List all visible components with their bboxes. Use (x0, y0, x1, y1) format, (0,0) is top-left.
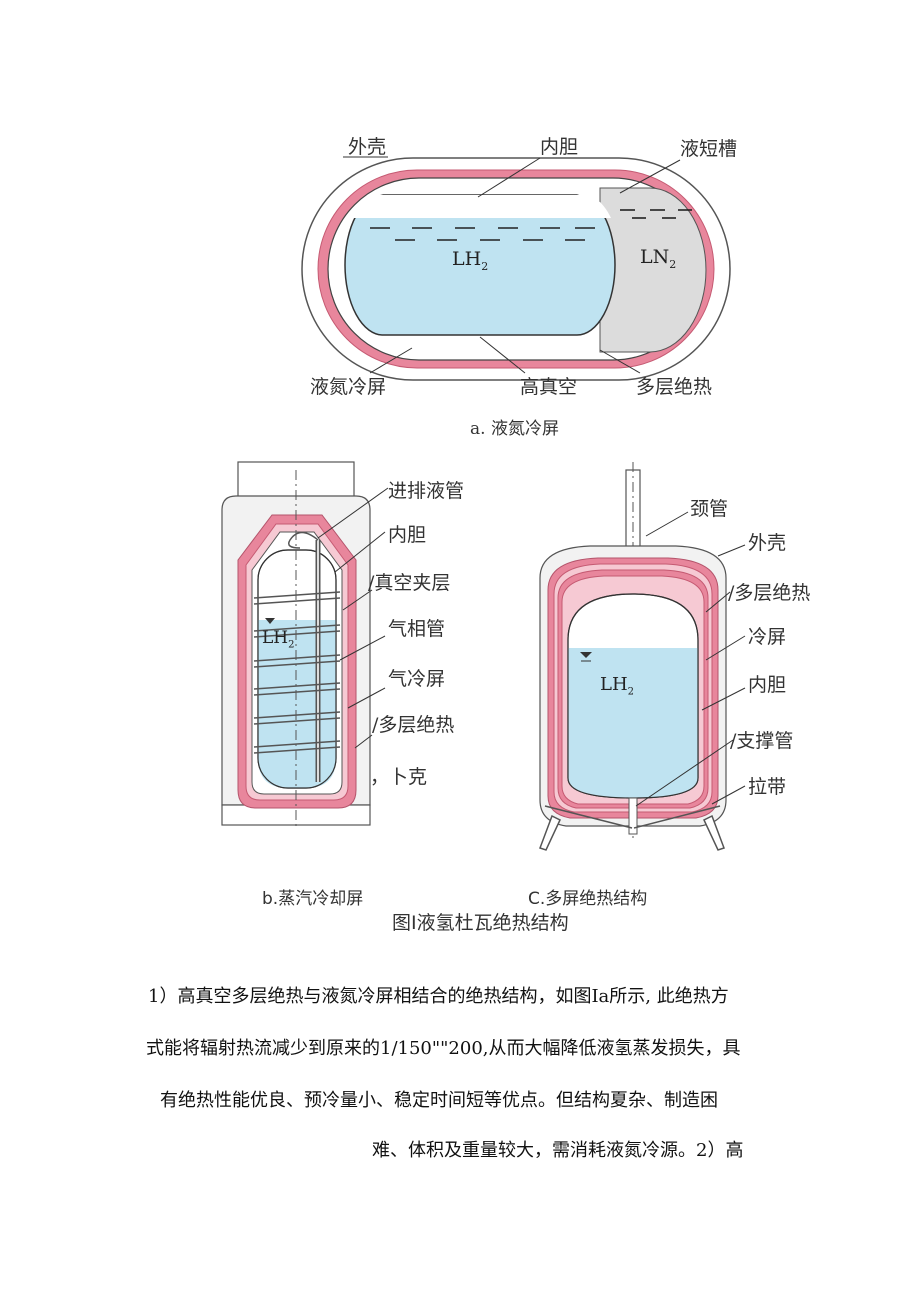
label-ln2-shield-a: 液氮冷屏 (310, 376, 387, 398)
label-mli-c: /多层绝热 (728, 582, 811, 604)
figure-title: 图I液氢杜瓦绝热结构 (392, 912, 569, 934)
label-inner-tank-c: 内胆 (748, 674, 787, 696)
label-fill-pipe-b: 进排液管 (388, 480, 465, 502)
lh2-liquid-c (568, 648, 698, 798)
figure-b-drawing (221, 461, 389, 830)
caption-a: a. 液氮冷屏 (470, 419, 559, 439)
paragraph-line-1: 1）高真空多层绝热与液氮冷屏相结合的绝热结构，如图Ia所示, 此绝热方 (148, 986, 729, 1007)
paragraph-line-3: 有绝热性能优良、预冷量小、稳定时间短等优点。但结构夏杂、制造困 (160, 1090, 718, 1111)
caption-c: C.多屏绝热结构 (528, 889, 648, 909)
label-ln2-tank-a: 液短槽 (680, 138, 738, 160)
label-cold-shield-c: 冷屏 (748, 626, 787, 648)
label-strap-c: 拉带 (748, 776, 787, 798)
label-outer-shell-c: 外壳 (748, 532, 787, 554)
liquid-surface-dashes (370, 209, 692, 241)
label-vapor-pipe-b: 气相管 (388, 618, 446, 640)
label-ln2-a: LN2 (640, 246, 677, 271)
label-neck-tube-c: 颈管 (690, 498, 729, 520)
figure-a-drawing (301, 156, 731, 381)
label-inner-tank-a: 内胆 (540, 136, 579, 158)
figure-c-drawing (539, 462, 746, 851)
ln2-tank (599, 187, 707, 353)
paragraph-line-4: 难、体积及重量较大，需消耗液氮冷源。2）高 (372, 1140, 744, 1161)
label-mli-b: /多层绝热 (372, 714, 455, 736)
label-extra-b: ，卜克 (370, 766, 428, 788)
label-vacuum-layer-b: /真空夹层 (368, 572, 451, 594)
label-high-vacuum-a: 高真空 (520, 376, 578, 398)
label-outer-shell-a: 外壳 (348, 136, 387, 158)
paragraph-line-2: 式能将辐射热流减少到原来的1/150""200,从而大幅降低液氢蒸发损失，具 (146, 1038, 741, 1059)
label-mli-a: 多层绝热 (636, 376, 713, 398)
label-lh2-a: LH2 (452, 248, 489, 273)
label-support-tube-c: /支撑管 (730, 730, 794, 752)
label-lh2-b: LH2 (262, 628, 295, 651)
vapor-pipe-coils (253, 591, 341, 754)
label-inner-tank-b: 内胆 (388, 524, 427, 546)
caption-b: b.蒸汽冷却屏 (262, 889, 364, 909)
label-vapor-shield-b: 气冷屏 (388, 668, 446, 690)
label-lh2-c: LH2 (600, 674, 635, 698)
